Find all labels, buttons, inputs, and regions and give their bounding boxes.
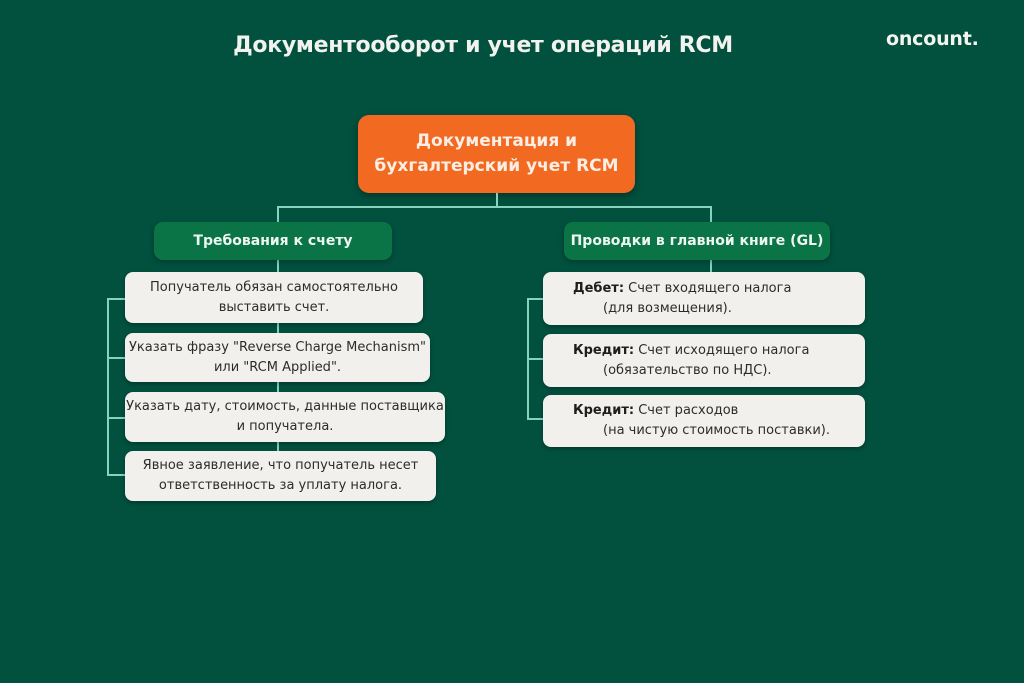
gl-entry-term: Кредит:	[573, 403, 635, 418]
connector-right-down	[710, 206, 712, 222]
connector-right-tick-1	[527, 298, 543, 300]
connector-left-tick-2	[107, 357, 125, 359]
connector-left-gap-1	[277, 323, 279, 333]
root-node-line2: бухгалтерский учет RCM	[374, 156, 619, 176]
connector-left-tick-1	[107, 298, 125, 300]
brand-logo: oncount.	[886, 28, 979, 50]
requirement-text-line1: Указать дату, стоимость, данные поставщи…	[126, 399, 444, 414]
connector-left-gap-3	[277, 442, 279, 451]
connector-left-tick-3	[107, 417, 125, 419]
gl-entry-account: Счет входящего налога	[624, 280, 792, 296]
page-title: Документооборот и учет операций RCM	[233, 33, 733, 58]
gl-entry-card: Кредит: Счет исходящего налога (обязател…	[543, 334, 865, 387]
requirement-text-line2: выставить счет.	[218, 299, 330, 315]
requirement-card: Попучатель обязан самостоятельно выстави…	[125, 272, 423, 323]
section-invoice-requirements: Требования к счету	[154, 222, 392, 260]
requirement-text-line1: Указать фразу "Reverse Charge Mechanism"	[128, 339, 427, 355]
requirement-card: Указать дату, стоимость, данные поставщи…	[125, 392, 445, 442]
gl-entry-card: Кредит: Счет расходов (на чистую стоимос…	[543, 395, 865, 447]
requirement-text-line1: Попучатель обязан самостоятельно	[150, 279, 398, 295]
gl-entry-term: Кредит:	[573, 342, 635, 358]
connector-right-tick-3	[527, 418, 543, 420]
requirement-text-line2: и попучатела.	[236, 419, 334, 434]
connector-left-gap-2	[277, 382, 279, 392]
section-gl-entries: Проводки в главной книге (GL)	[564, 222, 830, 260]
gl-entry-note: (на чистую стоимость поставки).	[603, 423, 830, 438]
root-node-line1: Документация и	[415, 131, 578, 151]
connector-right-branch-stem	[710, 260, 712, 272]
gl-entry-account: Счет исходящего налога	[634, 342, 810, 358]
gl-entry-account: Счет расходов	[634, 403, 739, 418]
connector-horizontal	[277, 206, 712, 208]
root-node: Документация и бухгалтерский учет RCM	[358, 115, 635, 193]
requirement-text-line2: или "RCM Applied".	[213, 359, 342, 375]
connector-right-tick-2	[527, 358, 543, 360]
connector-root-down	[496, 193, 498, 207]
requirement-text-line1: Явное заявление, что попучатель несет	[142, 458, 419, 473]
gl-entry-card: Дебет: Счет входящего налога (для возмещ…	[543, 272, 865, 325]
connector-left-branch-stem	[277, 260, 279, 272]
connector-left-tick-4	[107, 474, 125, 476]
requirement-card: Явное заявление, что попучатель несет от…	[125, 451, 436, 501]
connector-left-rail	[107, 298, 109, 476]
requirement-card: Указать фразу "Reverse Charge Mechanism"…	[125, 333, 430, 382]
gl-entry-note: (для возмещения).	[603, 300, 732, 316]
gl-entry-note: (обязательство по НДС).	[603, 362, 772, 378]
requirement-text-line2: ответственность за уплату налога.	[158, 478, 403, 493]
connector-left-down	[277, 206, 279, 222]
gl-entry-term: Дебет:	[573, 280, 625, 296]
